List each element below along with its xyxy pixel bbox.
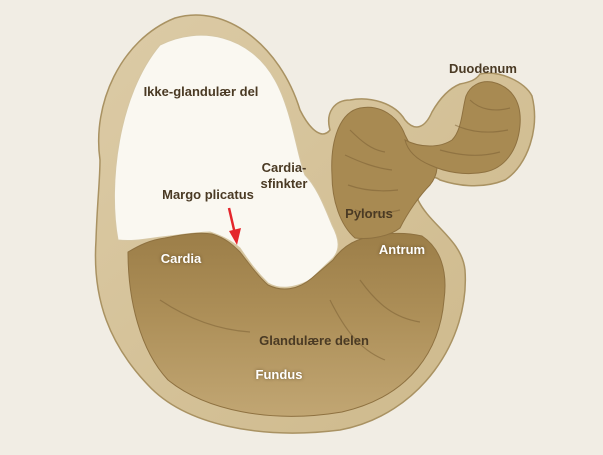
label-duodenum: Duodenum xyxy=(449,61,517,76)
label-cardia-sphincter-line2: sfinkter xyxy=(260,176,308,191)
label-antrum: Antrum xyxy=(378,242,426,257)
label-pylorus: Pylorus xyxy=(345,206,393,221)
margo-plicatus-arrow xyxy=(227,207,241,245)
label-glandular: Glandulære delen xyxy=(259,333,369,348)
label-fundus: Fundus xyxy=(255,367,303,382)
label-cardia-sphincter-line1: Cardia- xyxy=(261,160,307,175)
label-non-glandular: Ikke-glandulær del xyxy=(143,84,259,99)
label-margo-plicatus: Margo plicatus xyxy=(162,187,254,202)
non-glandular-lining xyxy=(113,34,339,288)
label-cardia: Cardia xyxy=(160,251,202,266)
mucosa-texture xyxy=(159,99,511,361)
